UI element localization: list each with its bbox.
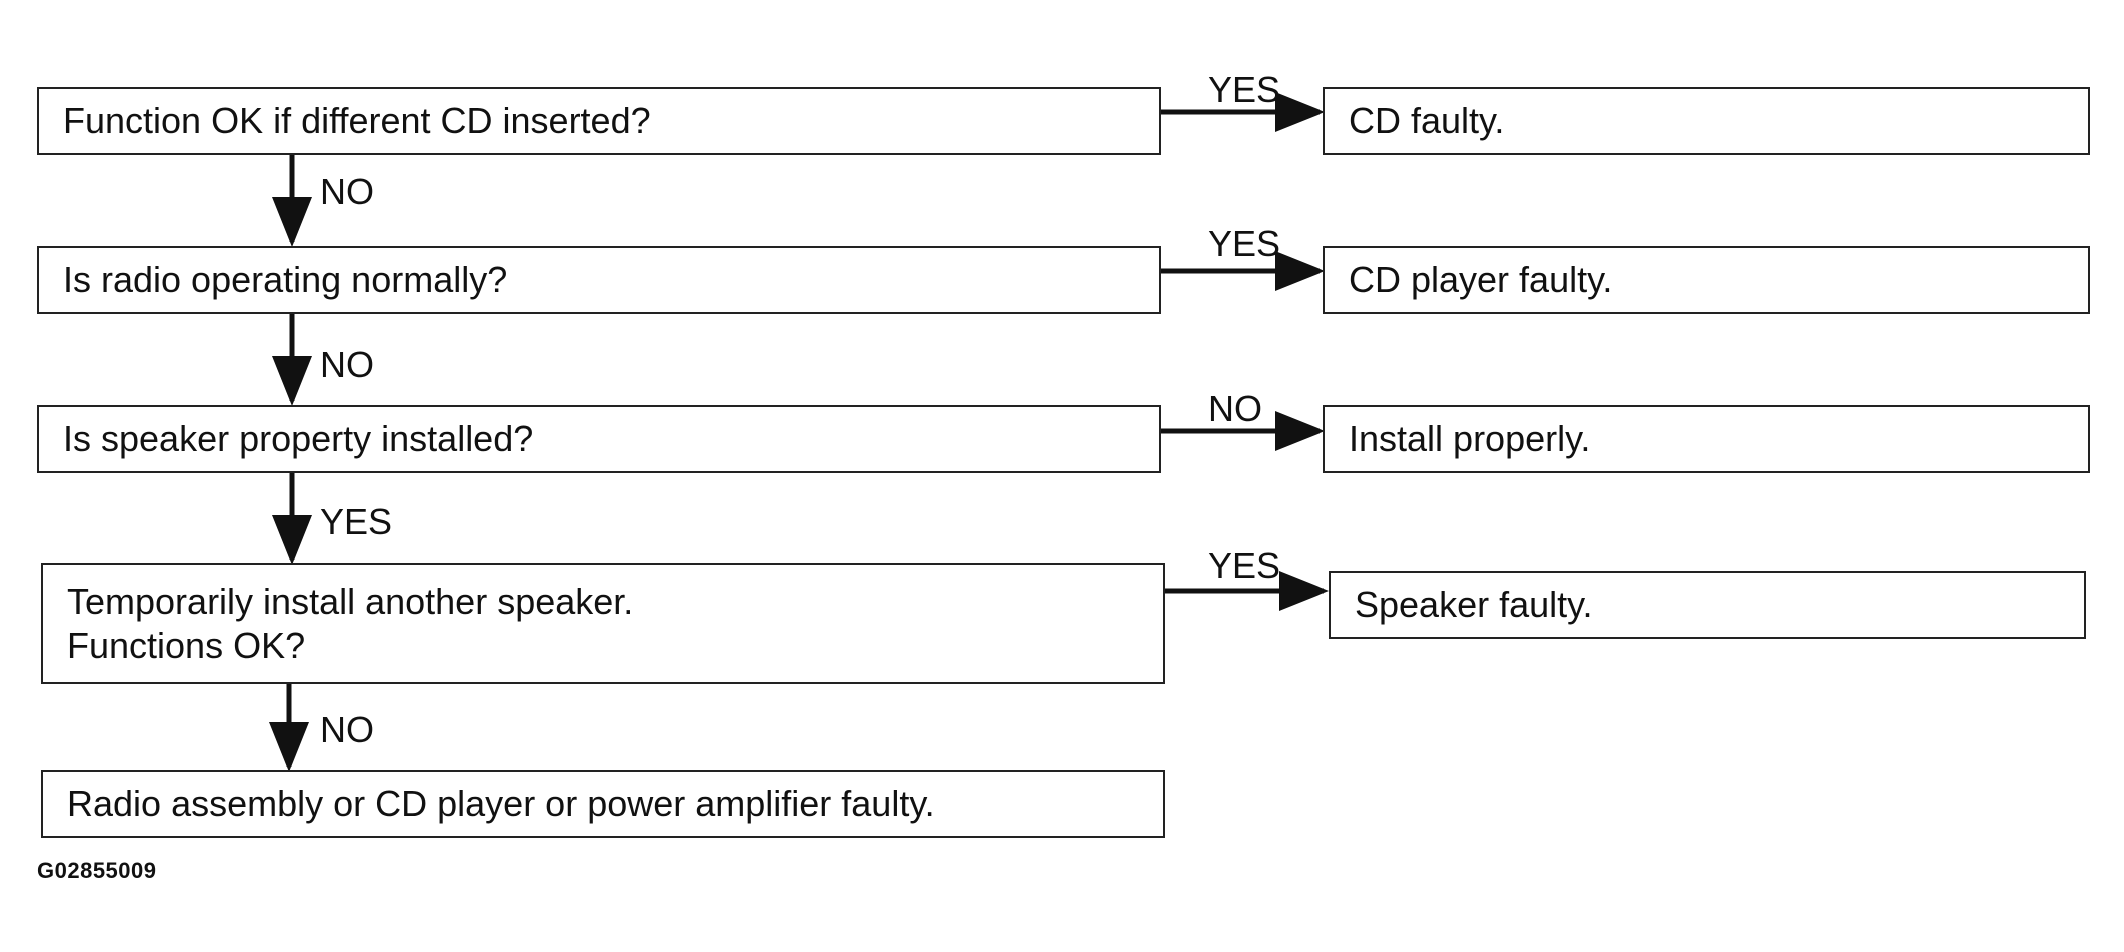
final-result-box: Radio assembly or CD player or power amp… (41, 770, 1165, 838)
question-box-4: Temporarily install another speaker. Fun… (41, 563, 1165, 684)
result-text-3: Install properly. (1349, 418, 1591, 459)
down-label-1: NO (320, 171, 374, 212)
figure-id: G02855009 (37, 858, 157, 883)
question-box-1: Function OK if different CD inserted? (37, 87, 1161, 155)
question-box-3: Is speaker property installed? (37, 405, 1161, 473)
result-text-4: Speaker faulty. (1355, 584, 1593, 625)
branch-label-4: YES (1208, 545, 1281, 586)
question-box-2: Is radio operating normally? (37, 246, 1161, 314)
question-text-4-line1: Temporarily install another speaker. (67, 580, 634, 622)
down-label-2: NO (320, 344, 374, 385)
result-box-3: Install properly. (1323, 405, 2090, 473)
down-label-4: NO (320, 709, 374, 750)
result-text-2: CD player faulty. (1349, 259, 1613, 300)
final-result-text: Radio assembly or CD player or power amp… (67, 783, 935, 824)
question-text-2: Is radio operating normally? (63, 259, 508, 300)
down-label-3: YES (320, 501, 393, 542)
result-box-1: CD faulty. (1323, 87, 2090, 155)
branch-label-3: NO (1208, 388, 1262, 429)
branch-label-1: YES (1208, 69, 1281, 110)
result-box-4: Speaker faulty. (1329, 571, 2086, 639)
branch-label-2: YES (1208, 223, 1281, 264)
result-text-1: CD faulty. (1349, 100, 1505, 141)
result-box-2: CD player faulty. (1323, 246, 2090, 314)
question-text-1: Function OK if different CD inserted? (63, 100, 651, 141)
question-text-3: Is speaker property installed? (63, 418, 534, 459)
question-text-4-line2: Functions OK? (67, 624, 306, 666)
